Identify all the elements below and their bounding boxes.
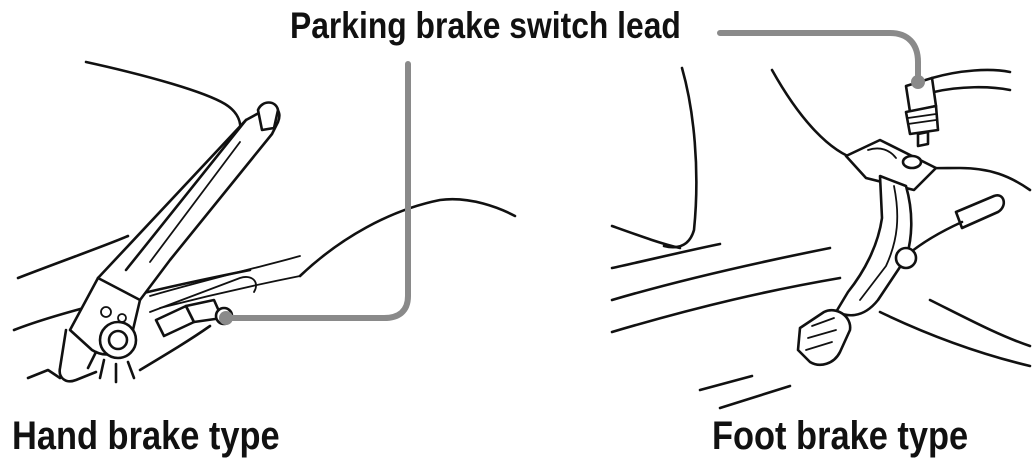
leader-to-hand-switch	[229, 61, 411, 321]
leader-lines	[219, 30, 925, 325]
pedal-pad-ridge	[805, 317, 837, 351]
foot-switch-body	[904, 104, 940, 136]
lever-handle	[96, 105, 281, 302]
hand-brake-caption: Hand brake type	[12, 414, 280, 458]
dash-right-curve	[770, 68, 860, 162]
bracket-detail	[867, 147, 897, 159]
pivot-bolt	[100, 306, 112, 318]
dash-left-edge	[662, 66, 698, 249]
callout-label: Parking brake switch lead	[290, 5, 681, 46]
foot-switch-wire-2	[932, 85, 1012, 94]
pivot-bolt-2	[117, 313, 127, 323]
ratchet-teeth	[86, 350, 136, 384]
tunnel-line	[149, 255, 301, 297]
dash-bottom-edge	[610, 224, 682, 250]
floor-edge-3	[610, 276, 842, 334]
floor-bottom-line	[878, 310, 1032, 368]
floor-edge-2	[610, 246, 832, 302]
pedal-pad	[796, 309, 852, 366]
foot-switch-wire	[930, 68, 1012, 80]
ratchet-hub	[107, 329, 129, 351]
lever-pivot-plate	[58, 328, 98, 383]
pedal-mount-bracket	[844, 138, 938, 192]
floor-mount	[26, 368, 62, 380]
pedal-arm	[834, 174, 913, 317]
ratchet-wheel	[98, 320, 138, 360]
mat-line-2	[718, 384, 792, 410]
switch-bracket	[149, 276, 257, 313]
leader-to-foot-switch	[717, 30, 921, 83]
leader-dot-hand	[219, 311, 233, 325]
foot-brake-drawing	[610, 66, 1032, 410]
mat-line-1	[698, 374, 754, 392]
floor-edge-1	[610, 242, 722, 270]
cable-fitting	[894, 246, 918, 270]
hand-brake-drawing	[12, 60, 517, 384]
foot-switch-plunger	[916, 130, 930, 148]
lever-grip-line	[124, 118, 248, 272]
floor-mount-2	[138, 324, 212, 372]
foot-switch-thread	[907, 113, 937, 125]
switch-mount-hole	[901, 154, 923, 170]
lever-button	[256, 101, 280, 132]
console-outline	[84, 60, 242, 142]
pedal-arm-inner	[859, 185, 899, 301]
foot-brake-caption: Foot brake type	[712, 414, 969, 458]
leader-dot-foot	[911, 75, 925, 89]
tunnel-line-2	[159, 275, 301, 309]
lever-grip-line-2	[149, 141, 241, 263]
seat-curve	[298, 197, 517, 278]
floor-right-line	[928, 298, 1032, 348]
release-knob	[954, 194, 1006, 230]
console-lower-edge	[16, 234, 130, 280]
